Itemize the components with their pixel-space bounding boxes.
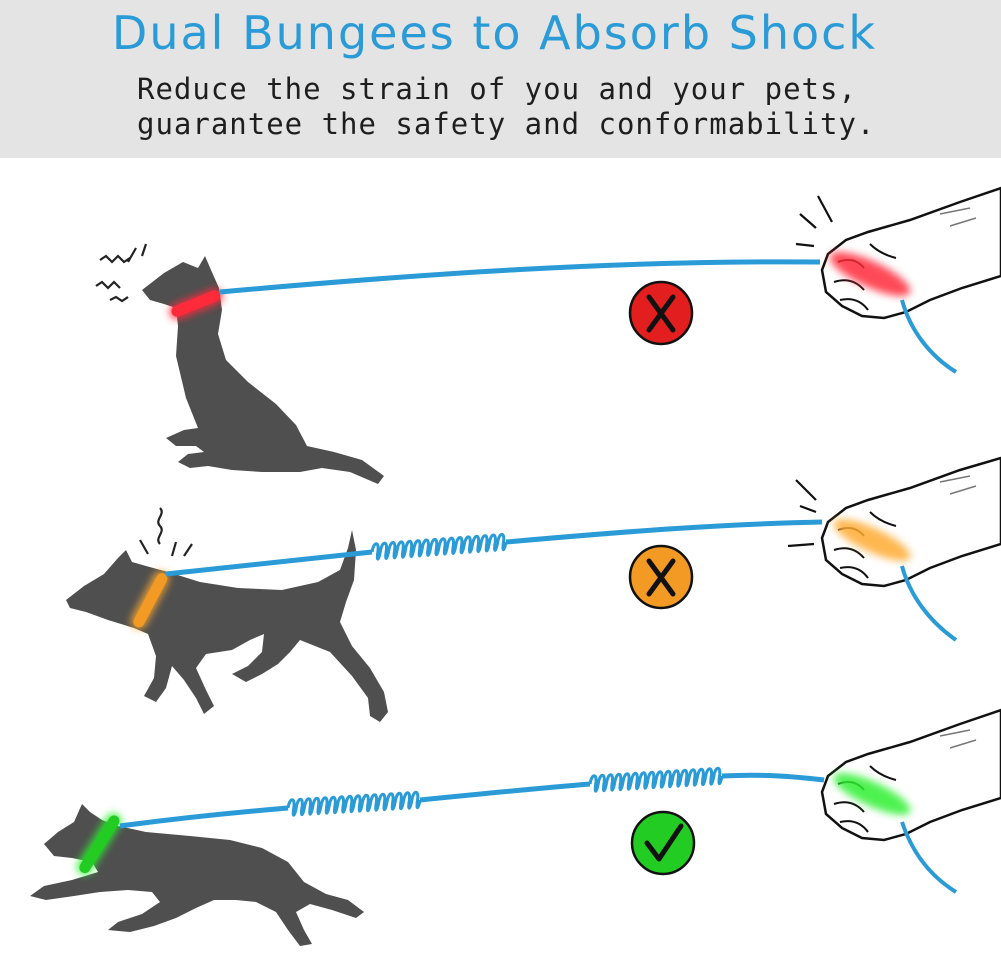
bungee-spring: [370, 532, 508, 561]
subtitle: Reduce the strain of you and your pets, …: [137, 72, 875, 142]
row-one-bungee: [66, 456, 1001, 722]
hand-icon: [820, 186, 1001, 320]
leash-end: [900, 821, 958, 894]
stress-marks-icon: [139, 507, 193, 557]
status-badge-good: [630, 810, 696, 876]
row-no-bungee: [95, 186, 1001, 484]
x-mark-icon: [646, 558, 676, 597]
bungee-spring: [588, 766, 724, 793]
stress-marks-icon: [95, 243, 148, 303]
bungee-coil: [370, 532, 508, 561]
leash: [505, 519, 823, 545]
collar-green: [76, 813, 122, 875]
leash: [419, 781, 591, 803]
status-badge-medium: [628, 544, 694, 610]
status-badge-bad: [628, 280, 694, 346]
row-two-bungees: [30, 708, 1001, 946]
hand-icon: [820, 456, 1001, 588]
leash: [165, 549, 373, 577]
pain-marks-icon: [787, 479, 817, 548]
leash: [721, 772, 825, 783]
collar-orange: [130, 570, 170, 630]
bungee-coil: [286, 790, 422, 817]
subtitle-line-1: Reduce the strain of you and your pets,: [137, 72, 857, 106]
leash: [119, 805, 289, 829]
leash-end: [900, 299, 958, 374]
leash-end: [900, 565, 958, 642]
collar-red: [169, 288, 223, 320]
pain-marks-icon: [795, 195, 833, 248]
standing-dog-icon: [66, 530, 388, 722]
sitting-dog-icon: [142, 256, 384, 484]
bungee-coil: [588, 766, 724, 793]
leash: [219, 259, 821, 295]
subtitle-line-2: guarantee the safety and conformability.: [137, 107, 876, 141]
illustration: [30, 186, 1001, 946]
x-mark-icon: [646, 294, 676, 333]
hand-icon: [820, 708, 1001, 842]
page-title: Dual Bungees to Absorb Shock: [111, 6, 878, 60]
check-mark-icon: [644, 823, 684, 862]
bungee-spring: [286, 790, 422, 817]
header-banner: Dual Bungees to Absorb Shock Reduce the …: [0, 0, 1001, 158]
running-dog-icon: [30, 804, 364, 946]
